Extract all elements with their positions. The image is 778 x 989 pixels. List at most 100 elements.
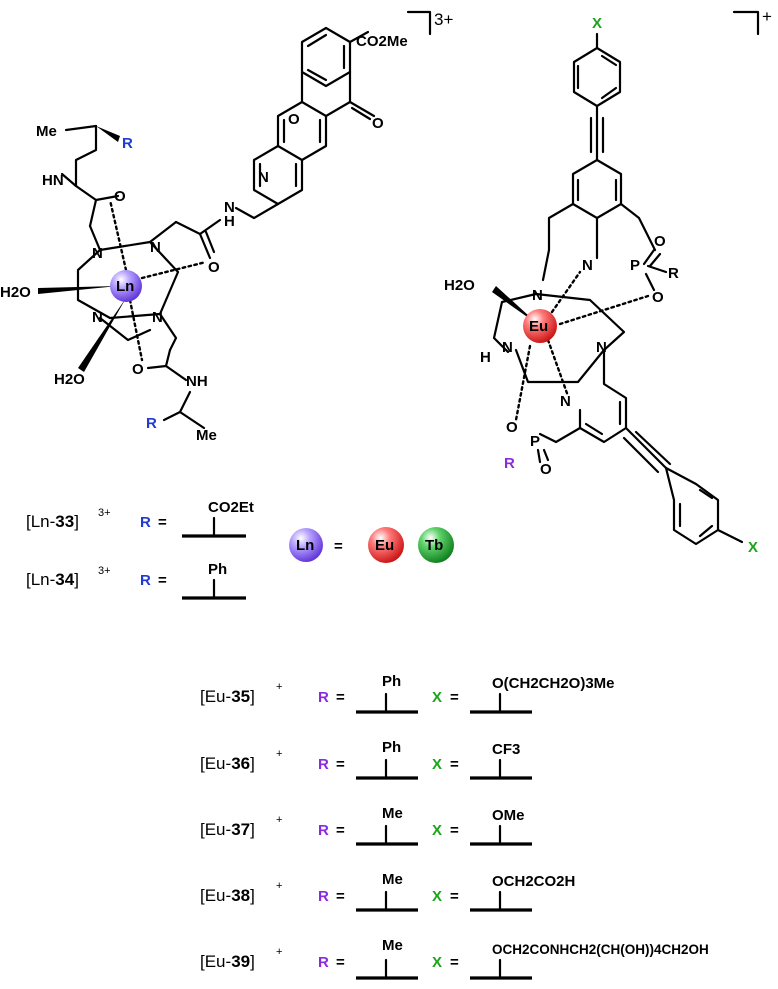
row-33-charge: 3+ <box>98 507 111 519</box>
row-33-equals: = <box>158 514 167 531</box>
legend-row-38: [Eu-38] + R = Me X = OCH2CO2H <box>200 871 575 912</box>
row-38-x-equals: = <box>450 888 459 905</box>
row-33-name: [Ln-33] <box>26 512 79 531</box>
row-37-r-label: R <box>318 822 329 839</box>
ln-def-sphere <box>289 528 323 562</box>
row-38-r-equals: = <box>336 888 345 905</box>
eu-sphere-label: Eu <box>529 318 548 335</box>
o-bottom-single-label: O <box>506 419 518 436</box>
row-37-x-value: OMe <box>492 807 525 824</box>
row-37-name: [Eu-37] <box>200 820 255 839</box>
ln-complex-structure: 3+ O O CO2Me N N H O <box>0 10 453 444</box>
row-38-name: [Eu-38] <box>200 886 255 905</box>
row-35-r-label: R <box>318 689 329 706</box>
ln-sphere <box>110 270 142 302</box>
p-bottom-label: P <box>530 433 540 450</box>
row-37-x-label: X <box>432 822 442 839</box>
row-34-equals: = <box>158 572 167 589</box>
row-33-r-label: R <box>140 514 151 531</box>
charge-bracket <box>406 10 432 36</box>
row-35-r-value: Ph <box>382 673 401 690</box>
eu-sphere <box>523 309 557 343</box>
row-36-r-equals: = <box>336 756 345 773</box>
row-38-x-value: OCH2CO2H <box>492 873 575 890</box>
row-36-x-equals: = <box>450 756 459 773</box>
pyridine-n-label: N <box>258 169 269 186</box>
legend-row-34: [Ln-34] 3+ R = Ph <box>26 561 246 600</box>
r-bottom-label-right: R <box>504 455 515 472</box>
row-37-r-value: Me <box>382 805 403 822</box>
legend-row-36: [Eu-36] + R = Ph X = CF3 <box>200 739 532 780</box>
legend-row-35: [Eu-35] + R = Ph X = O(CH2CH2O)3Me <box>200 673 615 714</box>
water-right-label: H2O <box>444 277 475 294</box>
row-36-x-value: CF3 <box>492 741 520 758</box>
row-39-x-equals: = <box>450 954 459 971</box>
cyclen-n3-label: N <box>92 309 103 326</box>
row-38-x-label: X <box>432 888 442 905</box>
row-37-x-equals: = <box>450 822 459 839</box>
r-top-label-right: R <box>668 265 679 282</box>
row-35-charge: + <box>276 681 282 693</box>
me-bottom-label: Me <box>196 427 217 444</box>
amide-o-right-label: O <box>208 259 220 276</box>
h-label: H <box>480 349 491 366</box>
r-bottom-label: R <box>146 415 157 432</box>
row-39-name: [Eu-39] <box>200 952 255 971</box>
ester-label: CO2Me <box>356 33 408 50</box>
pyr-bottom-n-label: N <box>560 393 571 410</box>
row-39-charge: + <box>276 946 282 958</box>
eu-complex-structure: + X N P O O R N N H N H2O N <box>444 7 772 556</box>
row-34-charge: 3+ <box>98 565 111 577</box>
o-top-single-label: O <box>652 289 664 306</box>
row-37-r-equals: = <box>336 822 345 839</box>
o-top-dbl-label: O <box>654 233 666 250</box>
n-amine-label: N <box>502 339 513 356</box>
nh-bottom-label: NH <box>186 373 208 390</box>
row-39-x-value: OCH2CONHCH2(CH(OH))4CH2OH <box>492 942 709 957</box>
ln-definition: Ln = Eu Tb <box>289 527 454 563</box>
row-39-r-label: R <box>318 954 329 971</box>
row-36-r-label: R <box>318 756 329 773</box>
o-bottom-dbl-label: O <box>540 461 552 478</box>
legend-row-33: [Ln-33] 3+ R = CO2Et <box>26 499 254 538</box>
cyclen-n1-label: N <box>92 245 103 262</box>
row-36-x-label: X <box>432 756 442 773</box>
row-34-r-label: R <box>140 572 151 589</box>
xanthone-o-label: O <box>288 111 300 128</box>
p-top-label: P <box>630 257 640 274</box>
water-top-label: H2O <box>0 284 31 301</box>
ln-def-equals: = <box>334 538 343 555</box>
row-35-x-value: O(CH2CH2O)3Me <box>492 675 615 692</box>
legend-row-37: [Eu-37] + R = Me X = OMe <box>200 805 532 846</box>
row-35-name: [Eu-35] <box>200 687 255 706</box>
legend-ln-complexes: [Ln-33] 3+ R = CO2Et [Ln-34] 3+ R = Ph L… <box>26 499 454 600</box>
legend-eu-complexes: [Eu-35] + R = Ph X = O(CH2CH2O)3Me [Eu-3… <box>200 673 709 980</box>
complex-right-charge: + <box>762 7 772 26</box>
x-bottom-label: X <box>748 539 758 556</box>
row-35-r-equals: = <box>336 689 345 706</box>
row-36-r-value: Ph <box>382 739 401 756</box>
row-34-name: [Ln-34] <box>26 570 79 589</box>
eu-def-sphere <box>368 527 404 563</box>
cyclen-n4-label: N <box>152 309 163 326</box>
cyclen-n2-label: N <box>150 239 161 256</box>
charge-bracket-right <box>732 10 760 36</box>
row-39-r-equals: = <box>336 954 345 971</box>
row-35-x-label: X <box>432 689 442 706</box>
row-39-x-label: X <box>432 954 442 971</box>
row-36-name: [Eu-36] <box>200 754 255 773</box>
tb-def-label: Tb <box>425 537 443 554</box>
tb-def-sphere <box>418 527 454 563</box>
ketone-o-label: O <box>372 115 384 132</box>
me-top-label: Me <box>36 123 57 140</box>
xanthone-chromophore <box>252 26 376 206</box>
row-36-charge: + <box>276 748 282 760</box>
ln-sphere-label: Ln <box>116 278 134 295</box>
x-top-label: X <box>592 15 602 32</box>
row-38-r-label: R <box>318 888 329 905</box>
row-33-substituent: CO2Et <box>208 499 254 516</box>
hn-top-label: HN <box>42 172 64 189</box>
water-bottom-label: H2O <box>54 371 85 388</box>
n-a-label: N <box>532 287 543 304</box>
